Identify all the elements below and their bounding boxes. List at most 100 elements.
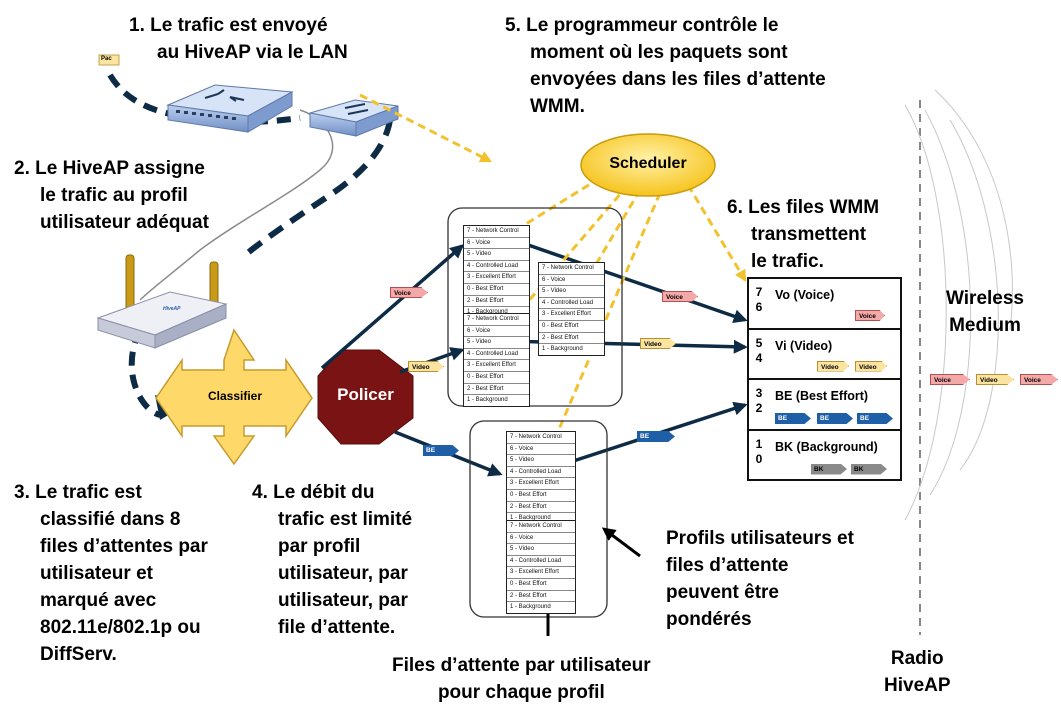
- be-packet: BE: [857, 413, 893, 424]
- be-packet: BE: [637, 431, 675, 442]
- packet-tag-icon: [98, 54, 120, 66]
- queue-row: 6 - Voice: [464, 326, 529, 338]
- step4-line: trafic est limité: [278, 509, 413, 530]
- classifier-shape: [155, 328, 313, 466]
- priority-num: 5: [755, 335, 763, 350]
- queue-row: 2 - Best Effort: [507, 502, 575, 514]
- step3-text: 3. Le trafic est classifié dans 8 files …: [14, 479, 208, 668]
- bk-packet: BK: [811, 463, 847, 475]
- be-packet: BE: [423, 445, 459, 456]
- queue-table-1: 7 - Network Control 6 - Voice 5 - Video …: [463, 225, 530, 319]
- priority-num: 0: [755, 451, 763, 466]
- step3-line: classifié dans 8: [40, 509, 181, 530]
- wmm-priority: 3 2: [753, 386, 765, 416]
- queue-row: 1 - Background: [510, 604, 551, 611]
- step6-line: transmettent: [751, 224, 867, 245]
- queue-row: 3 - Excellent Effort: [464, 272, 529, 284]
- step5-line: WMM.: [530, 96, 585, 117]
- voice-packet: Voice: [930, 374, 970, 385]
- packet-tag-label: Pac: [101, 56, 112, 62]
- queue-row: 6 - Voice: [464, 238, 529, 250]
- step3-line: utilisateur et: [40, 563, 153, 584]
- voice-packet: Voice: [662, 291, 698, 302]
- note-line: peuvent être: [666, 582, 779, 603]
- step1-line: au HiveAP via le LAN: [157, 42, 348, 63]
- traffic-path-2: [184, 115, 301, 126]
- queue-row: 7 - Network Control: [539, 263, 604, 275]
- voice-packet: Voice: [855, 310, 885, 321]
- queue-row: 6 - Voice: [507, 444, 575, 456]
- step4-text: 4. Le débit du trafic est limité par pro…: [252, 479, 412, 641]
- wmm-row-best-effort: 3 2 BE (Best Effort) BE BE BE: [749, 380, 900, 431]
- queue-row: 7 - Network Control: [464, 226, 529, 238]
- profile-box-1: [447, 207, 623, 407]
- step4-line: par profil: [278, 536, 361, 557]
- queue-row: 3 - Excellent Effort: [539, 309, 604, 321]
- wmm-priority: 1 0: [753, 437, 765, 467]
- priority-num: 2: [755, 401, 763, 415]
- queue-row: 0 - Best Effort: [464, 372, 529, 384]
- step2-line: utilisateur adéquat: [40, 212, 209, 233]
- note-line: Profils utilisateurs et: [666, 528, 854, 549]
- note-line: pour chaque profil: [437, 682, 605, 703]
- wmm-label: Vi (Video): [775, 338, 833, 353]
- radio-line: HiveAP: [884, 675, 951, 696]
- wmm-label: Vo (Voice): [775, 288, 835, 302]
- queue-table-2: 7 - Network Control 6 - Voice 5 - Video …: [538, 262, 605, 356]
- step1-line: 1. Le trafic est envoyé: [129, 15, 328, 36]
- queue-row: 7 - Network Control: [507, 432, 575, 444]
- step6-text: 6. Les files WMM transmettent le trafic.: [727, 194, 879, 275]
- policer-shape: [317, 349, 414, 445]
- step5-line: 5. Le programmeur contrôle le: [505, 15, 779, 36]
- step3-line: 3. Le trafic est: [14, 482, 142, 503]
- wmm-row-voice: 7 6 Vo (Voice) Voice: [749, 279, 900, 330]
- queue-row: 0 - Best Effort: [507, 490, 575, 502]
- priority-num: 7: [755, 285, 763, 299]
- radio-line: Radio: [890, 648, 944, 669]
- queue-row: 1 - Background: [467, 397, 508, 404]
- queue-row: 4 - Controlled Load: [464, 261, 529, 273]
- queue-row: 7 - Network Control: [507, 521, 575, 533]
- queue-row: 4 - Controlled Load: [539, 298, 604, 310]
- step5-line: envoyées dans les files d’attente: [530, 69, 826, 90]
- step1-text: 1. Le trafic est envoyé au HiveAP via le…: [129, 12, 348, 66]
- device-logo: HiveAP: [163, 306, 181, 312]
- step4-line: utilisateur, par: [278, 590, 408, 611]
- queue-row: 1 - Background: [542, 346, 583, 353]
- note-line: files d’attente: [666, 555, 789, 576]
- switch-icon: [166, 84, 294, 133]
- queue-row: 6 - Voice: [539, 275, 604, 287]
- wireless-line: Wireless: [946, 288, 1024, 309]
- queue-row: 5 - Video: [464, 249, 529, 261]
- queue-table-3: 7 - Network Control 6 - Voice 5 - Video …: [463, 313, 530, 407]
- priority-num: 6: [755, 300, 763, 314]
- queue-row: 5 - Video: [507, 544, 575, 556]
- wmm-priority: 5 4: [753, 336, 765, 366]
- step2-line: 2. Le HiveAP assigne: [14, 158, 205, 179]
- wmm-row-video: 5 4 Vi (Video) Video Video: [749, 330, 900, 380]
- wireless-medium-label: Wireless Medium: [946, 285, 1024, 339]
- profile-box-2: [469, 420, 608, 618]
- queue-row: 1 - Background: [510, 515, 551, 522]
- video-packet: Video: [855, 360, 887, 372]
- per-user-queues-note: Files d’attente par utilisateur pour cha…: [392, 652, 651, 706]
- video-packet: Video: [640, 338, 676, 349]
- queue-row: 0 - Best Effort: [539, 321, 604, 333]
- wmm-label: BE (Best Effort): [775, 389, 869, 403]
- step3-line: 802.11e/802.1p ou: [40, 617, 201, 638]
- classifier-label: Classifier: [207, 389, 263, 403]
- queue-row: 4 - Controlled Load: [464, 349, 529, 361]
- bk-packet: BK: [851, 463, 887, 475]
- video-packet: Video: [817, 360, 849, 372]
- step2-text: 2. Le HiveAP assigne le trafic au profil…: [14, 155, 209, 236]
- queue-row: 5 - Video: [539, 286, 604, 298]
- switch-icon-2: [309, 99, 399, 137]
- wireless-line: Medium: [949, 315, 1021, 336]
- queue-row: 4 - Controlled Load: [507, 467, 575, 479]
- queue-row: 2 - Best Effort: [464, 384, 529, 396]
- note-line: Files d’attente par utilisateur: [392, 655, 651, 676]
- queue-row: 5 - Video: [464, 337, 529, 349]
- step5-line: moment où les paquets sont: [530, 42, 788, 63]
- wmm-row-background: 1 0 BK (Background) BK BK: [749, 431, 900, 480]
- wmm-label: BK (Background): [775, 439, 878, 454]
